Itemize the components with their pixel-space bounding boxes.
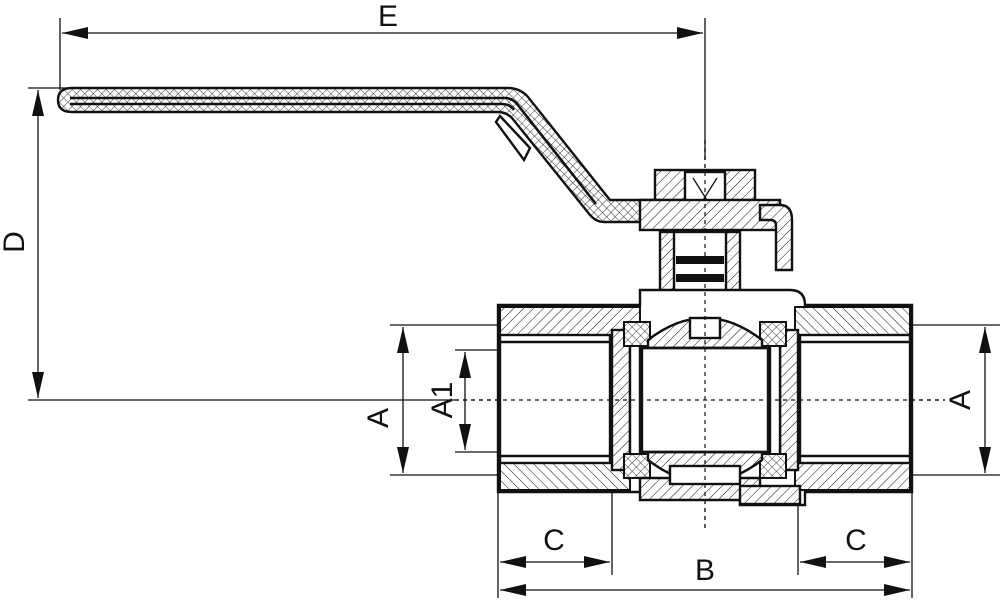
dim-label-C-left: C <box>543 524 565 557</box>
dim-label-A-right: A <box>944 390 977 410</box>
dimension-A1: A1 <box>426 352 471 450</box>
dim-label-B: B <box>695 554 715 587</box>
dimension-D: D <box>0 90 44 398</box>
dim-label-D: D <box>0 231 31 253</box>
dim-label-E: E <box>378 0 398 33</box>
dimension-B: B <box>500 554 910 596</box>
dim-label-A-left: A <box>362 408 395 428</box>
dim-label-C-right: C <box>845 524 867 557</box>
bottom-cap <box>638 464 802 506</box>
dimension-A-left: A <box>362 327 409 473</box>
dimension-C-left: C <box>500 524 610 568</box>
dimension-C-right: C <box>800 524 910 568</box>
dimension-A-right: A <box>944 327 991 473</box>
lever-handle <box>56 86 662 224</box>
dim-label-A1: A1 <box>426 382 459 419</box>
dimension-E: E <box>62 0 703 39</box>
center-lines-overlay <box>455 140 945 530</box>
